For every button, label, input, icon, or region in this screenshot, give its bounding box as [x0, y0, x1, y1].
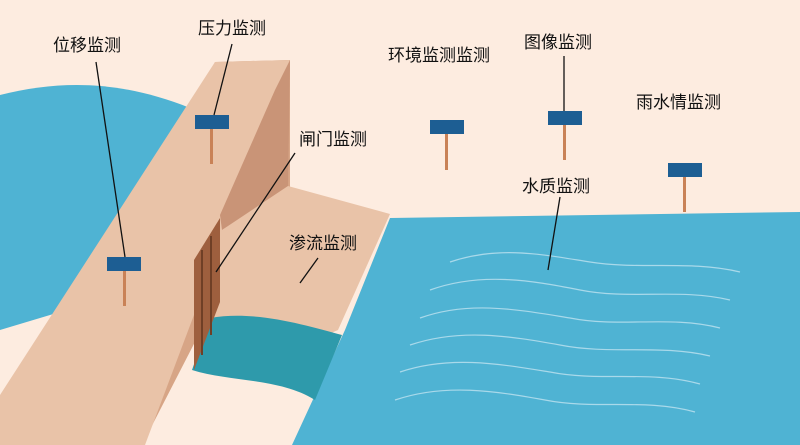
- sensor-pole: [210, 124, 213, 164]
- label-displacement-monitoring: 位移监测: [53, 36, 121, 56]
- sensor-pole: [123, 268, 126, 306]
- sensor-pole: [563, 122, 566, 160]
- wave-line: [429, 278, 731, 301]
- sensor-pole: [683, 174, 686, 212]
- upstream-water: [0, 85, 190, 330]
- leader-water-quality: [547, 196, 561, 271]
- label-seepage-monitoring: 渗流监测: [289, 234, 357, 254]
- label-gate-monitoring: 闸门监测: [299, 130, 367, 150]
- label-pressure-monitoring: 压力监测: [198, 19, 266, 39]
- sensor-pole: [445, 130, 448, 170]
- leader-pressure: [213, 43, 233, 116]
- leader-lines: [95, 43, 565, 284]
- sensor-probe-icon: [195, 115, 229, 129]
- label-environment-monitoring: 环境监测监测: [388, 46, 490, 66]
- wave-line: [419, 307, 721, 329]
- wave-line: [399, 361, 701, 385]
- sensor-rain: [668, 163, 702, 212]
- sluice-gate-icon: [194, 218, 220, 370]
- leader-gate: [215, 152, 296, 273]
- sensor-environment: [430, 120, 464, 170]
- wave-line: [409, 334, 711, 357]
- outflow-water: [192, 315, 342, 400]
- sensor-probe-icon: [107, 257, 141, 271]
- sensor-probe-icon: [430, 120, 464, 134]
- sensor-probe-icon: [668, 163, 702, 177]
- label-water-quality-monitoring: 水质监测: [522, 177, 590, 197]
- water-waves: [394, 252, 741, 413]
- downstream-water: [292, 212, 800, 445]
- leader-displacement: [95, 61, 126, 258]
- sensor-pressure: [195, 115, 229, 164]
- dam-crest: [0, 60, 290, 445]
- sensor-probe-icon: [548, 111, 582, 125]
- label-image-monitoring: 图像监测: [524, 33, 592, 53]
- label-rain-monitoring: 雨水情监测: [636, 93, 721, 113]
- sensor-displacement: [107, 257, 141, 306]
- leader-seepage: [299, 257, 319, 284]
- wave-line: [449, 252, 741, 273]
- wave-line: [394, 389, 696, 413]
- sensor-image: [548, 111, 582, 160]
